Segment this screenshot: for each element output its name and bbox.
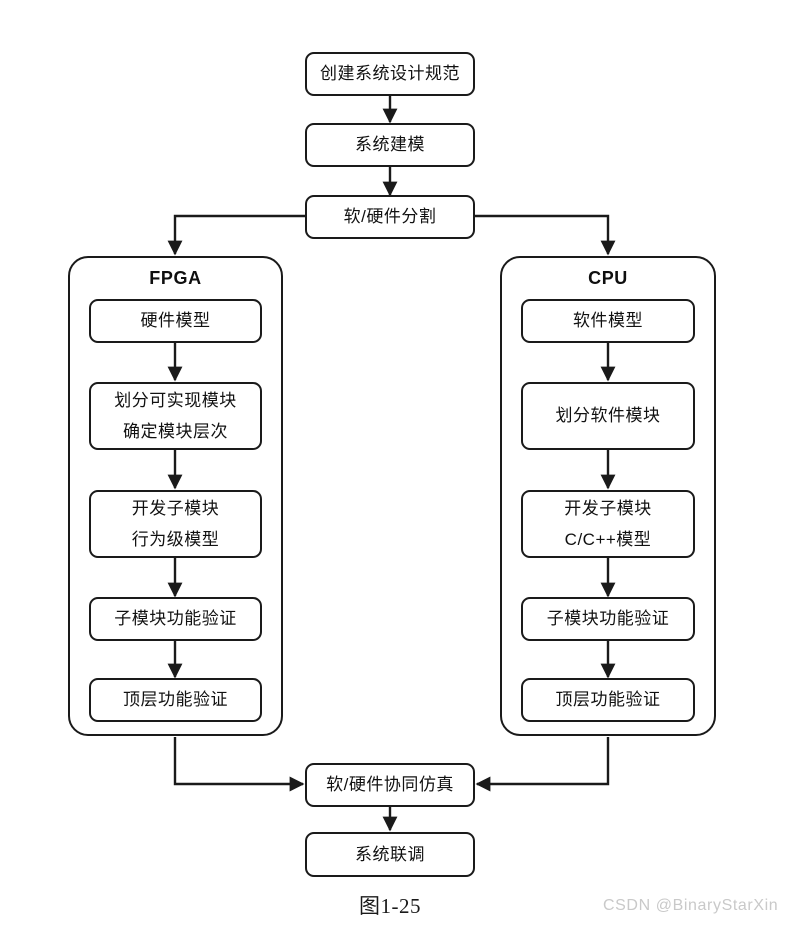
node-fpga-toplevel-verify-label: 顶层功能验证 (123, 690, 228, 710)
node-cpu-toplevel-verify-label: 顶层功能验证 (555, 690, 661, 710)
group-fpga (68, 256, 283, 736)
node-hw-sw-partition[interactable]: 软/硬件分割 (305, 195, 475, 239)
node-cpu-software-model-label: 软件模型 (573, 311, 643, 331)
edge-fpga-to-cosim (173, 737, 305, 792)
edge-partition-to-fpga (167, 214, 305, 256)
node-system-modeling-label: 系统建模 (355, 135, 425, 155)
node-fpga-develop-submodule[interactable]: 开发子模块 行为级模型 (89, 490, 262, 558)
node-cpu-module-partition-label: 划分软件模块 (555, 406, 661, 426)
edge-partition-to-cpu (475, 214, 616, 256)
node-cpu-software-model[interactable]: 软件模型 (521, 299, 695, 343)
node-fpga-develop-submodule-line1: 开发子模块 (131, 498, 220, 518)
node-fpga-module-partition-line1: 划分可实现模块 (114, 390, 237, 410)
node-cpu-develop-submodule-line1: 开发子模块 (564, 498, 652, 518)
node-fpga-hardware-model-label: 硬件模型 (140, 311, 211, 331)
node-create-spec-label: 创建系统设计规范 (320, 64, 460, 84)
group-fpga-title: FPGA (149, 268, 202, 288)
node-system-integration-label: 系统联调 (355, 844, 425, 864)
node-cpu-submodule-verify[interactable]: 子模块功能验证 (521, 597, 695, 641)
node-fpga-submodule-verify-label: 子模块功能验证 (114, 609, 237, 629)
node-cpu-submodule-verify-label: 子模块功能验证 (546, 609, 670, 629)
node-fpga-submodule-verify[interactable]: 子模块功能验证 (89, 597, 262, 641)
node-hw-sw-cosimulation[interactable]: 软/硬件协同仿真 (305, 763, 475, 807)
node-fpga-develop-submodule-line2: 行为级模型 (131, 529, 220, 549)
node-fpga-hardware-model[interactable]: 硬件模型 (89, 299, 262, 343)
figure-caption: 图1-25 (359, 894, 421, 918)
csdn-watermark: CSDN @BinaryStarXin (603, 897, 779, 914)
node-fpga-module-partition[interactable]: 划分可实现模块 确定模块层次 (89, 382, 262, 450)
node-fpga-toplevel-verify[interactable]: 顶层功能验证 (89, 678, 262, 722)
node-system-modeling[interactable]: 系统建模 (305, 123, 475, 167)
node-cpu-toplevel-verify[interactable]: 顶层功能验证 (521, 678, 695, 722)
node-cpu-module-partition[interactable]: 划分软件模块 (521, 382, 695, 450)
group-cpu-title: CPU (588, 268, 628, 288)
node-cpu-develop-submodule[interactable]: 开发子模块 C/C++模型 (521, 490, 695, 558)
node-system-integration[interactable]: 系统联调 (305, 832, 475, 877)
edge-cpu-to-cosim (475, 737, 610, 792)
node-hw-sw-cosimulation-label: 软/硬件协同仿真 (326, 775, 454, 795)
node-hw-sw-partition-label: 软/硬件分割 (343, 207, 437, 227)
node-create-spec[interactable]: 创建系统设计规范 (305, 52, 475, 96)
node-cpu-develop-submodule-line2: C/C++模型 (564, 529, 652, 549)
node-fpga-module-partition-line2: 确定模块层次 (123, 421, 228, 441)
group-cpu (500, 256, 716, 736)
